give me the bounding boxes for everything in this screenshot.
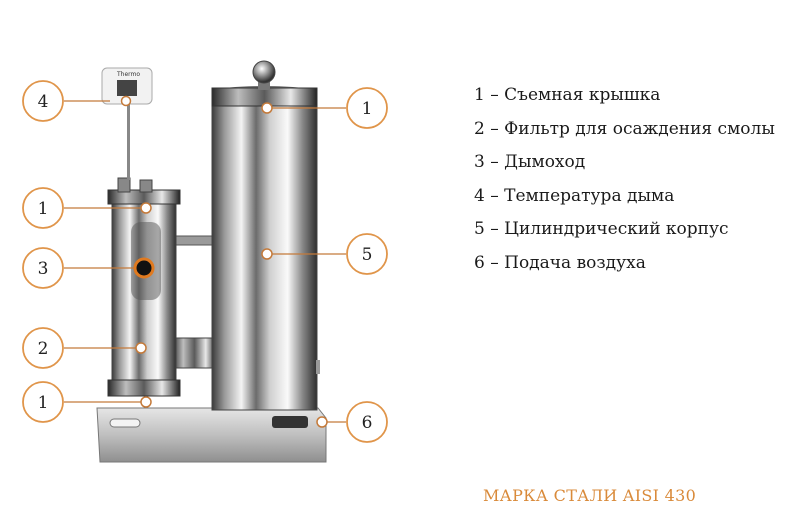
stand [96,407,327,463]
thermometer-label: Thermo [116,71,140,78]
connecting-pipes [171,235,218,369]
legend-item-1: 1 – Съемная крышка [474,85,661,105]
legend-item-4: 4 – Температура дыма [474,185,675,206]
legend-item-3: 3 – Дымоход [474,152,586,173]
steel-grade-text: МАРКА СТАЛИ AISI 430 [483,486,697,505]
marker-numbers: 4 1 3 2 1 1 5 6 [38,92,373,433]
marker-circles [22,80,388,443]
leader-lines [64,100,346,423]
marker-2: 2 [38,339,49,359]
marker-5: 5 [362,245,373,265]
marker-3: 3 [38,259,49,279]
legend-item-5: 5 – Цилиндрический корпус [474,219,729,240]
marker-1-right: 1 [362,99,373,119]
marker-6: 6 [362,413,373,433]
legend-list: 1 – Съемная крышка 2 – Фильтр для осажде… [474,84,775,286]
marker-4: 4 [38,92,49,112]
filter-cylinder [107,177,181,397]
marker-1-bottom: 1 [38,393,49,413]
marker-1-top: 1 [38,199,49,219]
legend-item-6: 6 – Подача воздуха [474,252,646,273]
leader-dots [120,95,328,428]
legend-item-2: 2 – Фильтр для осаждения смолы [474,118,775,139]
thermometer: Thermo [101,67,153,180]
